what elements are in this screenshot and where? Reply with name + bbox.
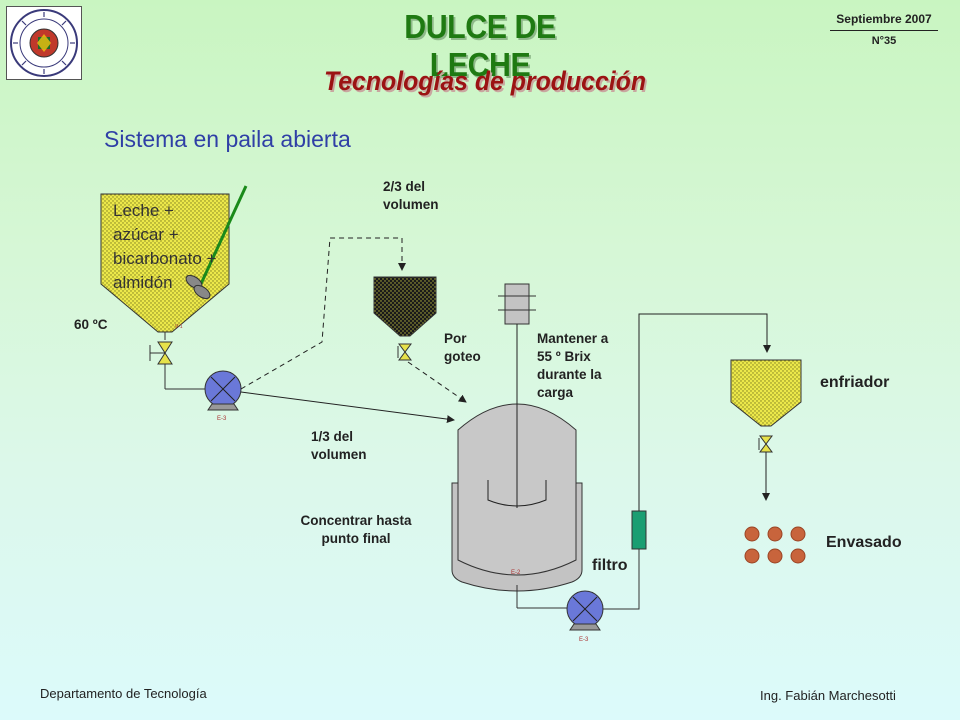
slide-number: N°35 — [871, 35, 897, 47]
tag-kettle: E-2 — [511, 570, 521, 576]
kettle — [451, 283, 583, 609]
mixing-tank — [100, 193, 230, 340]
slide-subtitle: Tecnologías de producción — [323, 66, 647, 96]
packing-label: Envasado — [826, 534, 902, 551]
date-label: Septiembre 2007 — [836, 12, 932, 26]
concentrate-label: Concentrar hasta punto final — [300, 513, 412, 546]
filter-icon — [631, 510, 647, 550]
section-heading: Sistema en paila abierta — [104, 126, 351, 152]
temperature-label: 60 ºC — [74, 317, 108, 332]
tag-valve: V-1 — [175, 324, 183, 330]
drip-label: Por goteo — [444, 331, 481, 364]
divider — [830, 30, 938, 31]
cooler-label: enfriador — [820, 374, 890, 391]
cooler-tank — [730, 359, 802, 501]
pump-icon — [204, 370, 242, 411]
tag-pump: E-3 — [217, 416, 227, 422]
two-thirds-label: 2/3 del volumen — [383, 179, 439, 212]
university-logo — [6, 6, 82, 80]
filter-label: filtro — [592, 557, 628, 574]
footer-author: Ing. Fabián Marchesotti — [760, 688, 896, 703]
brix-label: Mantener a 55 º Brix durante la carga — [537, 331, 609, 400]
tag-pump: E-3 — [579, 637, 589, 643]
date-box: Septiembre 2007 N°35 — [830, 12, 938, 47]
drip-tank — [373, 276, 437, 361]
valve-icon — [149, 341, 205, 390]
slide-title: DULCE DE LECHE — [404, 8, 556, 83]
pump-icon — [566, 590, 604, 631]
mix-label: Leche + azúcar + bicarbonato + almidón — [113, 201, 217, 292]
packing-jars — [744, 526, 806, 564]
agitator-icon — [185, 185, 248, 300]
one-third-label: 1/3 del volumen — [311, 429, 367, 462]
footer-department: Departamento de Tecnología — [40, 686, 207, 701]
